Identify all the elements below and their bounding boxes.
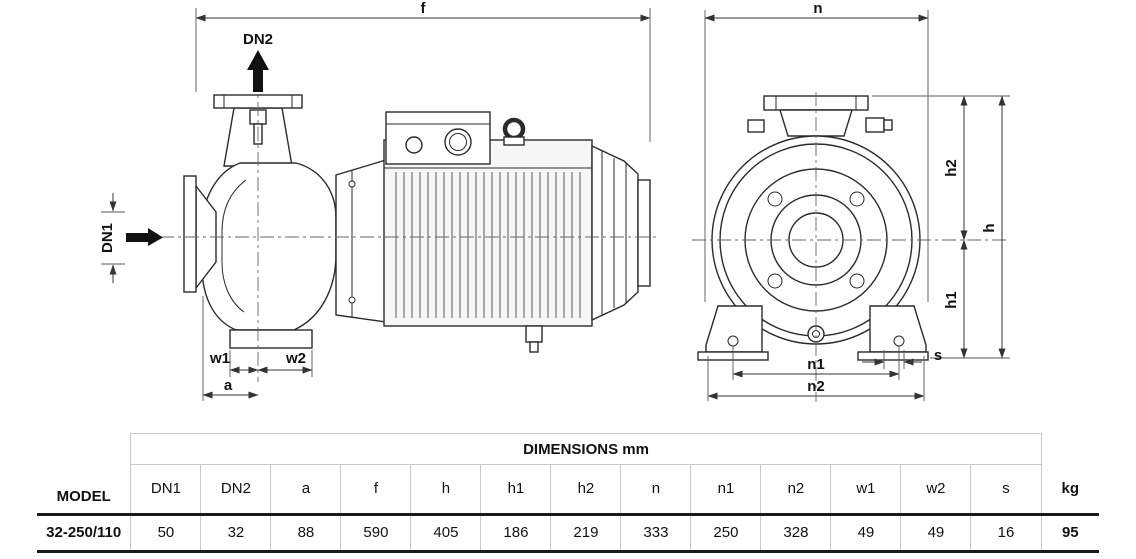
cable-gland <box>405 136 423 154</box>
dim-column-header-n2: n2 <box>760 464 832 516</box>
kg-column-header: kg <box>1040 464 1100 516</box>
foot-bolt-slot <box>893 335 905 347</box>
drain-plug <box>525 325 543 343</box>
foot-bolt-slot <box>727 335 739 347</box>
dim-column-header-f: f <box>340 464 412 516</box>
dim-column-header-h2: h2 <box>550 464 622 516</box>
dim-value-dn2: 32 <box>200 514 272 553</box>
flow-arrows <box>126 50 269 246</box>
dim-column-header-h1: h1 <box>480 464 552 516</box>
dim-column-header-dn1: DN1 <box>130 464 202 516</box>
dim-value-n1: 250 <box>690 514 762 553</box>
model-name-cell: 32-250/110 <box>36 514 132 553</box>
dim-label-dn1: DN1 <box>99 223 116 253</box>
dim-value-h2: 219 <box>550 514 622 553</box>
dim-value-s: 16 <box>970 514 1042 553</box>
lifting-eye-icon <box>502 117 526 141</box>
dim-label-n2: n2 <box>807 378 825 395</box>
motor-cooling-fins <box>390 172 584 318</box>
dim-value-h1: 186 <box>480 514 552 553</box>
dim-label-n1: n1 <box>807 356 825 373</box>
bolt-hole <box>849 191 865 207</box>
bearing-bracket <box>335 159 387 323</box>
table-header-row: MODEL DN1 DN2 a f h h1 h2 n n1 n2 w1 w2 … <box>36 464 1100 516</box>
bolt-hole <box>767 273 783 289</box>
pump-end-view <box>697 95 929 361</box>
side-view-dimension-labels: f DN2 DN1 w1 w2 a <box>99 0 427 394</box>
kg-value-cell: 95 <box>1040 514 1100 553</box>
dim-value-w2: 49 <box>900 514 972 553</box>
dimensions-title-row: DIMENSIONS mm <box>37 433 1099 465</box>
bolt-hole <box>767 191 783 207</box>
dim-column-header-a: a <box>270 464 342 516</box>
dim-value-f: 590 <box>340 514 412 553</box>
centerlines <box>160 52 1008 402</box>
end-view-dimensions <box>704 10 1010 401</box>
dim-label-n: n <box>813 0 822 17</box>
dim-value-n2: 328 <box>760 514 832 553</box>
dim-value-w1: 49 <box>830 514 902 553</box>
dn1-flow-arrow-icon <box>126 233 148 242</box>
fan-cover <box>591 144 639 322</box>
dim-column-header-n: n <box>620 464 692 516</box>
pump-side-view <box>183 94 651 353</box>
casing-inner-contour <box>221 179 247 313</box>
technical-drawing: f DN2 DN1 w1 w2 a <box>99 0 1010 402</box>
top-right-fitting <box>865 117 885 133</box>
pump-foot <box>229 329 313 349</box>
model-data-row: 32-250/110 50 32 88 590 405 186 219 333 … <box>36 514 1100 553</box>
side-view-dimensions <box>101 8 651 401</box>
suction-flange <box>183 175 197 293</box>
top-left-fitting <box>747 119 765 133</box>
right-foot <box>869 305 927 353</box>
dim-label-w1: w1 <box>209 350 230 367</box>
kg-spacer-cell <box>1041 434 1099 465</box>
left-foot <box>705 305 763 353</box>
dim-value-h: 405 <box>410 514 482 553</box>
dim-column-header-w2: w2 <box>900 464 972 516</box>
model-column-header: MODEL <box>36 464 132 516</box>
dim-value-n: 333 <box>620 514 692 553</box>
dim-value-dn1: 50 <box>130 514 202 553</box>
dim-column-header-h: h <box>410 464 482 516</box>
model-spacer-cell <box>37 434 131 465</box>
dn2-flow-arrow-icon <box>247 50 269 70</box>
dim-label-h2: h2 <box>943 159 960 177</box>
dim-column-header-dn2: DN2 <box>200 464 272 516</box>
terminal-box <box>385 111 491 165</box>
dim-label-h1: h1 <box>943 291 960 309</box>
dim-column-header-s: s <box>970 464 1042 516</box>
dimensions-title: DIMENSIONS mm <box>130 433 1042 465</box>
dim-column-header-w1: w1 <box>830 464 902 516</box>
dim-label-dn2: DN2 <box>243 31 273 48</box>
dim-label-f: f <box>421 0 427 17</box>
dim-label-s: s <box>934 347 942 364</box>
dim-label-h: h <box>981 223 998 232</box>
dim-label-w2: w2 <box>285 350 306 367</box>
end-view-dimension-labels: n h2 h h1 s n1 n2 <box>807 0 998 395</box>
dim-column-header-n1: n1 <box>690 464 762 516</box>
right-base-pad <box>857 351 929 361</box>
motor-end-cap <box>637 179 651 287</box>
dimensions-table: DIMENSIONS mm MODEL DN1 DN2 a f h h1 h2 … <box>36 433 1100 553</box>
dim-value-a: 88 <box>270 514 342 553</box>
dim-label-a: a <box>224 377 233 394</box>
bolt-hole <box>849 273 865 289</box>
